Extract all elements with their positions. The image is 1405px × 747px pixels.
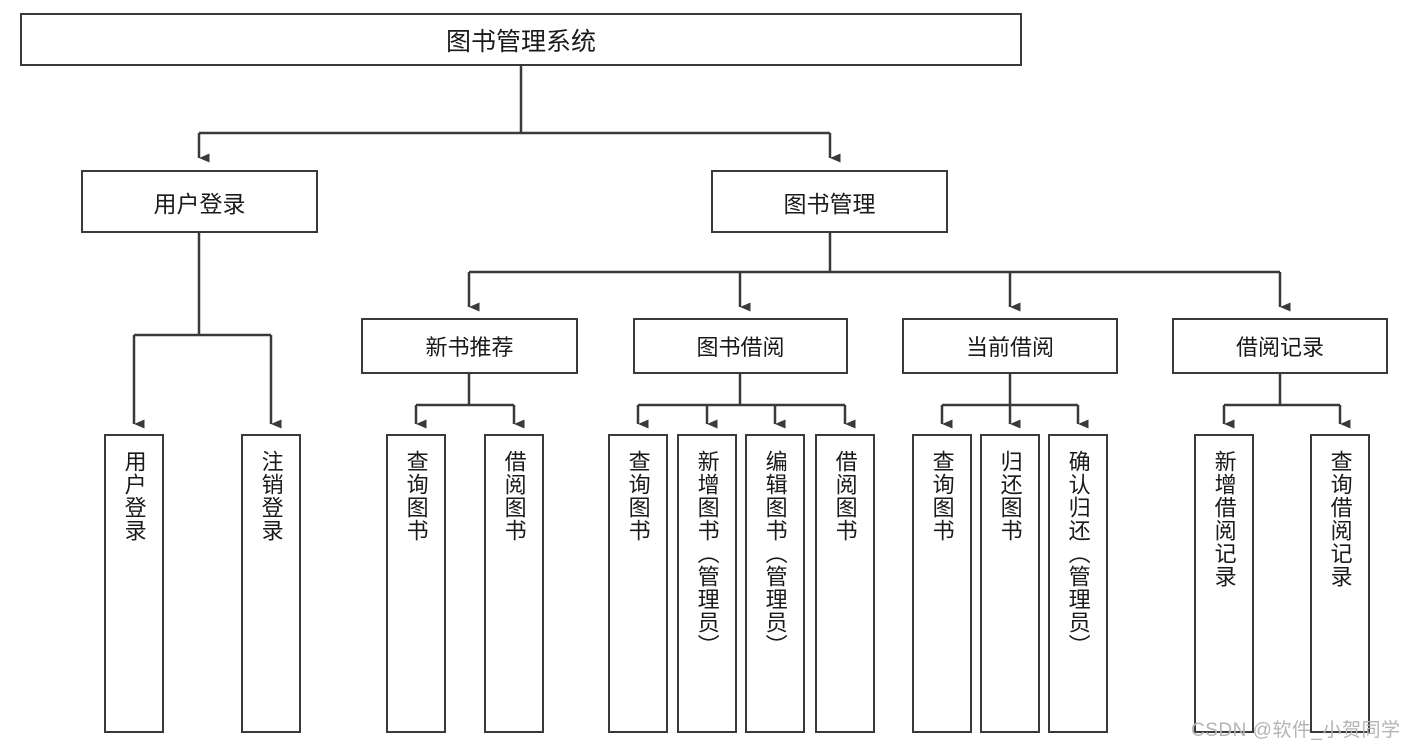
leaf-current-confirm-return-admin[interactable]: 确认归还（管理员） — [1048, 434, 1108, 733]
leaf-borrow-query-book[interactable]: 查询图书 — [608, 434, 668, 733]
leaf-new-book-query-book[interactable]: 查询图书 — [386, 434, 446, 733]
leaf-record-query-record[interactable]: 查询借阅记录 — [1310, 434, 1370, 733]
node-book-borrow[interactable]: 图书借阅 — [633, 318, 848, 374]
node-label: 新书推荐 — [425, 335, 514, 360]
node-label: 图书管理系统 — [445, 27, 596, 56]
node-label: 用户登录 — [121, 450, 147, 542]
node-root-book-management-system[interactable]: 图书管理系统 — [20, 13, 1022, 66]
leaf-user-login-login[interactable]: 用户登录 — [104, 434, 164, 733]
leaf-current-return-book[interactable]: 归还图书 — [980, 434, 1040, 733]
node-label: 用户登录 — [153, 190, 246, 217]
node-label: 确认归还（管理员） — [1065, 450, 1091, 657]
node-label: 编辑图书（管理员） — [762, 450, 788, 657]
node-label: 借阅记录 — [1235, 335, 1324, 360]
node-label: 当前借阅 — [965, 335, 1054, 360]
csdn-watermark: CSDN @软件_小贺同学 — [1191, 720, 1401, 741]
node-current-borrow[interactable]: 当前借阅 — [902, 318, 1118, 374]
node-label: 新增图书（管理员） — [694, 450, 720, 657]
node-borrow-record[interactable]: 借阅记录 — [1172, 318, 1388, 374]
node-label: 借阅图书 — [832, 450, 858, 542]
leaf-new-book-borrow-book[interactable]: 借阅图书 — [484, 434, 544, 733]
node-label: 查询图书 — [929, 450, 955, 542]
node-book-management[interactable]: 图书管理 — [711, 170, 948, 233]
leaf-record-add-record[interactable]: 新增借阅记录 — [1194, 434, 1254, 733]
node-label: 注销登录 — [258, 450, 284, 542]
node-label: 新增借阅记录 — [1211, 450, 1237, 588]
node-label: 查询图书 — [403, 450, 429, 542]
leaf-current-query-book[interactable]: 查询图书 — [912, 434, 972, 733]
node-label: 图书管理 — [783, 190, 876, 217]
node-new-book-recommend[interactable]: 新书推荐 — [361, 318, 578, 374]
leaf-user-login-logout[interactable]: 注销登录 — [241, 434, 301, 733]
node-label: 图书借阅 — [696, 335, 785, 360]
node-label: 借阅图书 — [501, 450, 527, 542]
leaf-borrow-add-book-admin[interactable]: 新增图书（管理员） — [677, 434, 737, 733]
leaf-borrow-borrow-book[interactable]: 借阅图书 — [815, 434, 875, 733]
node-user-login[interactable]: 用户登录 — [81, 170, 318, 233]
node-label: 查询借阅记录 — [1327, 450, 1353, 588]
node-label: 查询图书 — [625, 450, 651, 542]
node-label: 归还图书 — [997, 450, 1023, 542]
leaf-borrow-edit-book-admin[interactable]: 编辑图书（管理员） — [745, 434, 805, 733]
